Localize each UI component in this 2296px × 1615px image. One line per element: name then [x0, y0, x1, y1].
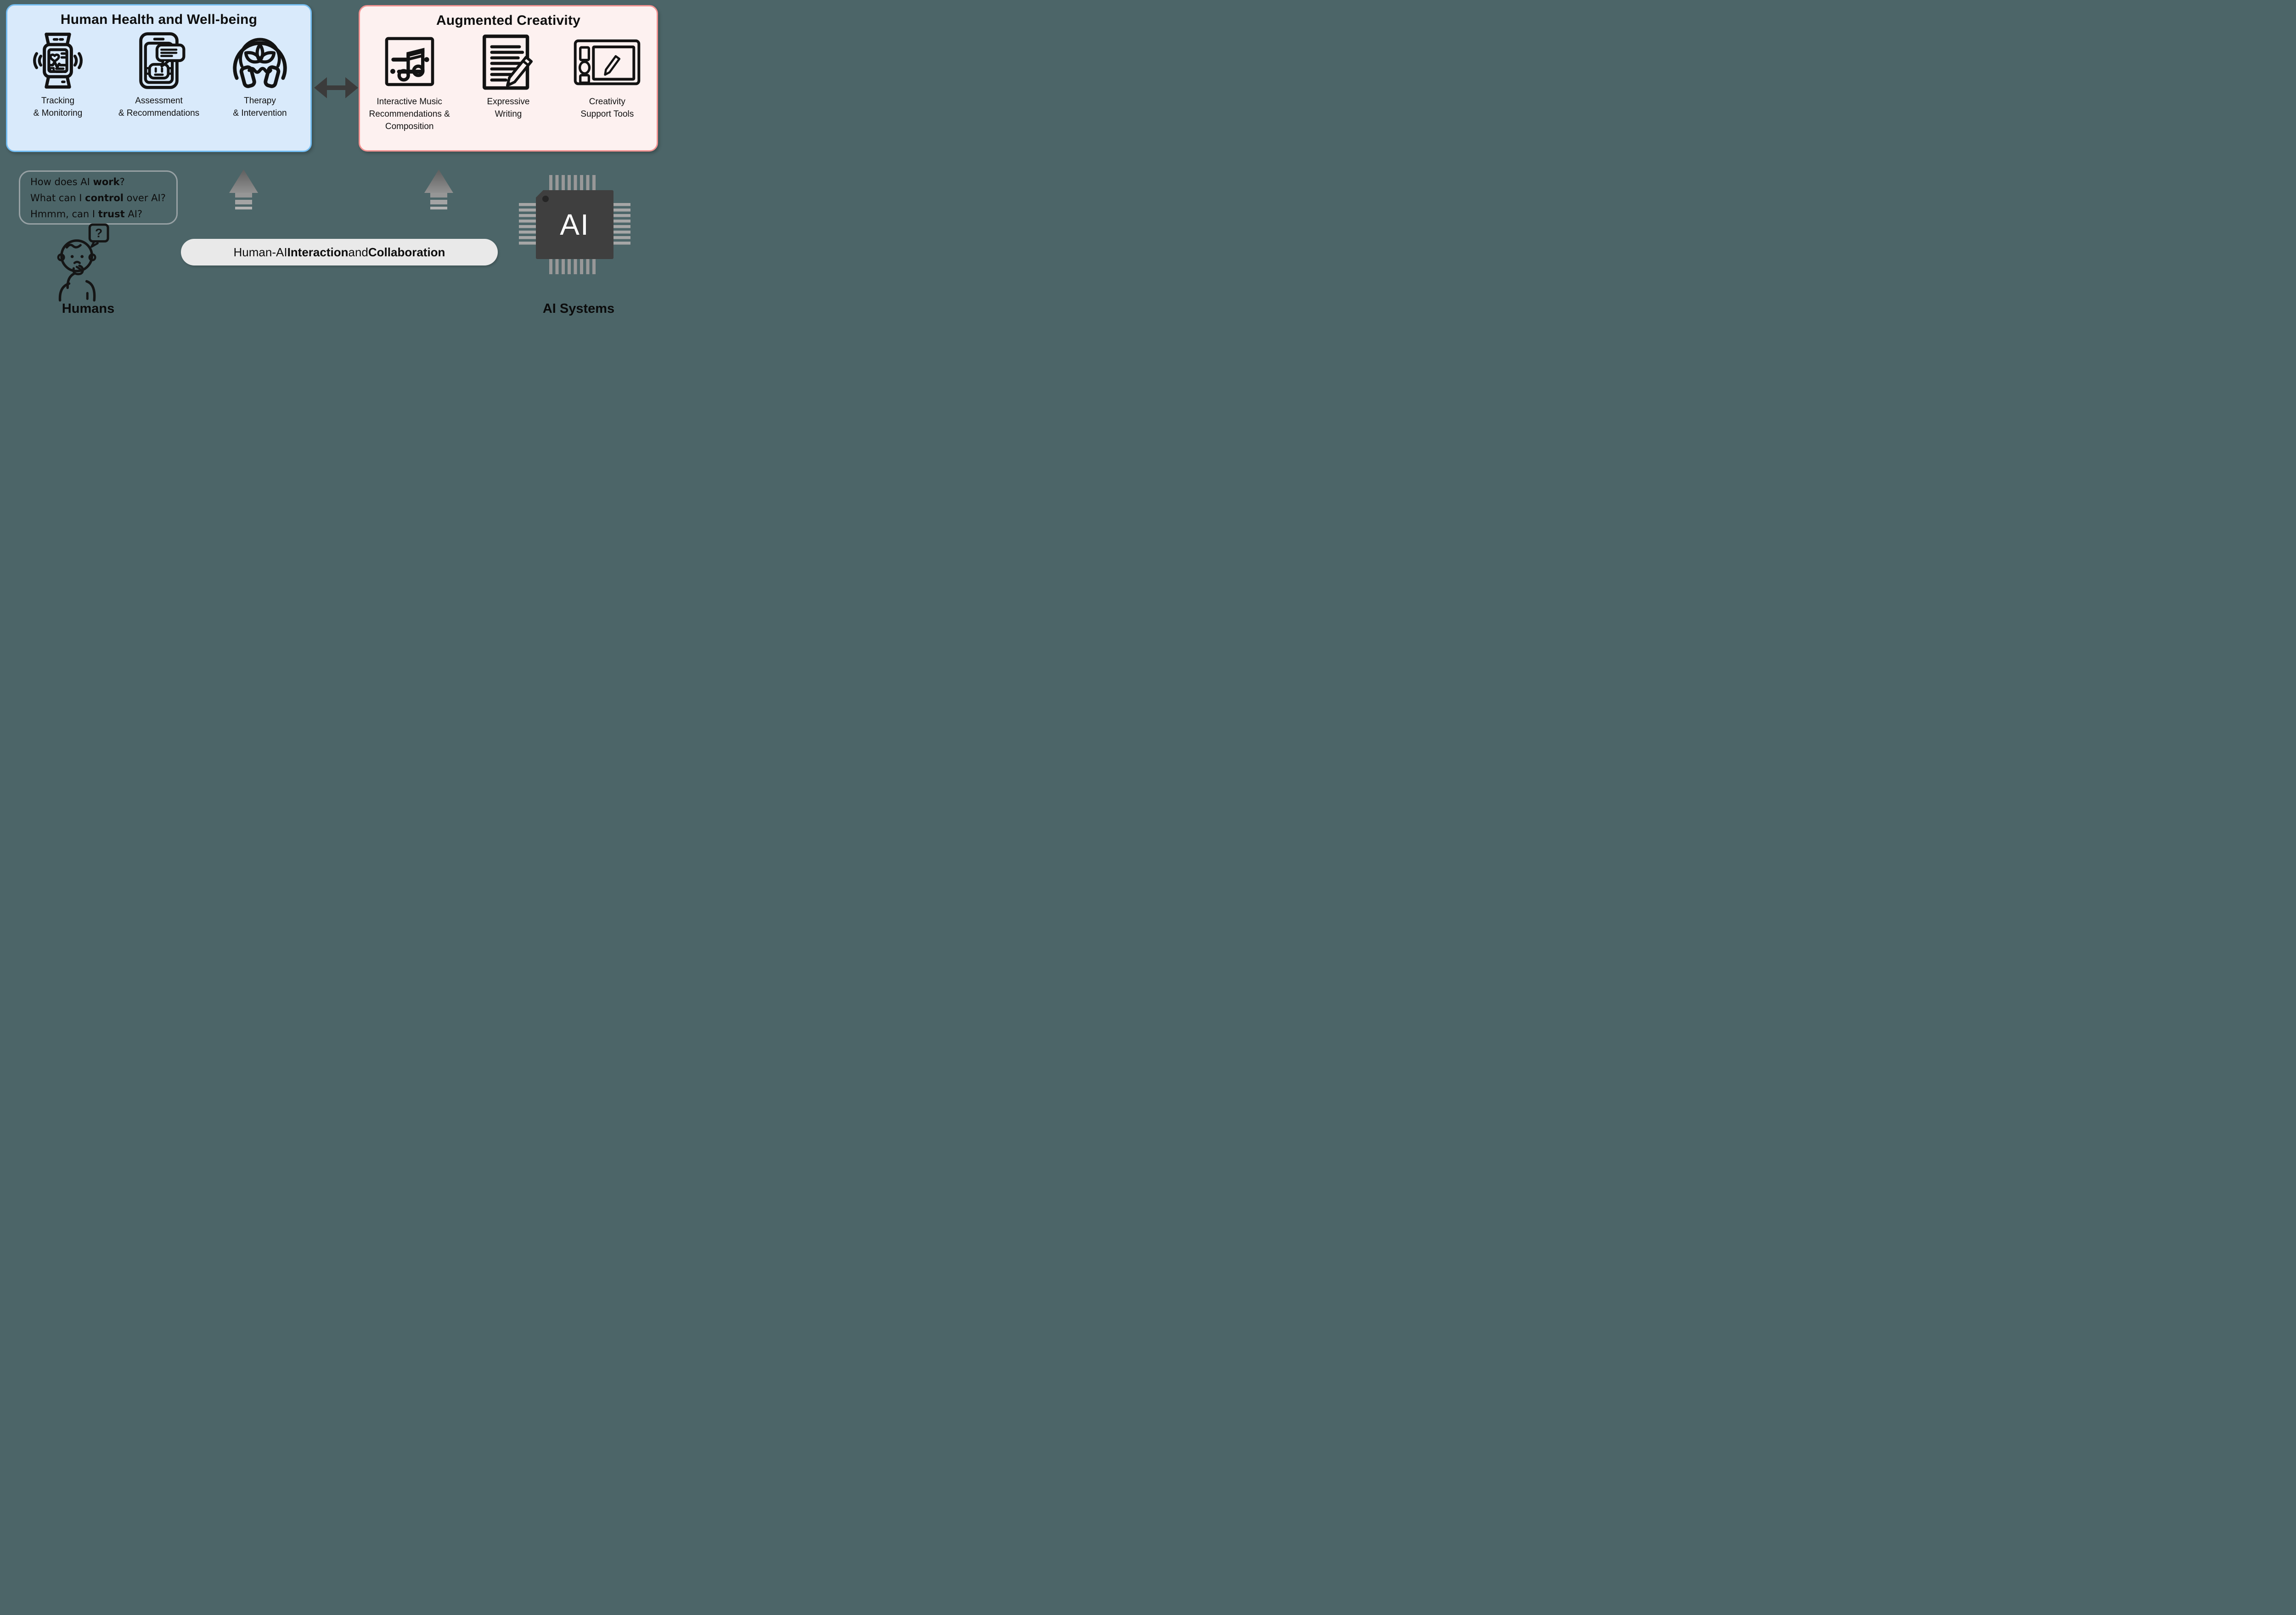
chip-text: AI [560, 208, 590, 241]
humans-caption: Humans [62, 301, 115, 316]
therapy-label: Therapy & Intervention [233, 96, 287, 118]
support-tools-item: Creativity Support Tools [558, 29, 657, 133]
support-tools-label: Creativity Support Tools [580, 97, 634, 119]
up-arrow-icon [229, 169, 258, 209]
human-health-items: Tracking & Monitoring [7, 28, 310, 119]
augmented-creativity-items: Interactive Music Recommendations & Comp… [360, 29, 657, 133]
drawing-tablet-icon [574, 39, 641, 85]
chip-dot [542, 196, 549, 202]
music-label: Interactive Music Recommendations & Comp… [369, 97, 450, 131]
assessment-label: Assessment & Recommendations [118, 96, 200, 118]
chip-pins-bottom [549, 259, 598, 274]
human-health-title: Human Health and Well-being [60, 12, 258, 27]
ai-systems-caption: AI Systems [542, 301, 615, 316]
music-composition-icon [385, 37, 434, 86]
therapy-headphones-icon [226, 28, 293, 93]
chip-pins-left [519, 203, 536, 247]
therapy-headphones-icon [233, 38, 287, 88]
therapy-item: Therapy & Intervention [209, 28, 310, 119]
interaction-collaboration-pill: Human-AI Interaction and Collaboration [181, 239, 498, 265]
chatbot-phone-icon [128, 28, 190, 93]
music-item: Interactive Music Recommendations & Comp… [360, 29, 459, 133]
questions-speech-bubble: How does AI work? What can I control ove… [19, 170, 178, 225]
question-mark: ? [95, 226, 102, 240]
chip-pins-top [549, 175, 598, 191]
expressive-writing-icon [478, 29, 539, 94]
expressive-writing-icon [482, 34, 533, 90]
bidirectional-arrow-icon [314, 77, 358, 98]
chatbot-phone-icon [139, 32, 186, 89]
augmented-creativity-box: Augmented Creativity [359, 5, 658, 152]
smartwatch-tracking-icon [33, 33, 83, 89]
chip-pins-right [613, 203, 630, 247]
bubble-line: What can I control over AI? [30, 192, 166, 203]
tracking-label: Tracking & Monitoring [33, 96, 83, 118]
assessment-item: Assessment & Recommendations [108, 28, 209, 119]
diagram-canvas: Human Health and Well-being [0, 0, 663, 323]
writing-item: Expressive Writing [459, 29, 557, 133]
smartwatch-tracking-icon [26, 28, 90, 93]
music-composition-icon [382, 29, 438, 94]
human-health-box: Human Health and Well-being [6, 4, 312, 152]
tracking-item: Tracking & Monitoring [7, 28, 108, 119]
thinking-person-icon: ? [57, 223, 109, 302]
bubble-line: Hmmm, can I trust AI? [30, 209, 143, 220]
up-arrow-icon [424, 169, 453, 209]
bubble-line: How does AI work? [30, 176, 125, 187]
ai-chip-icon: AI [536, 190, 613, 259]
writing-label: Expressive Writing [487, 97, 530, 119]
drawing-tablet-icon [573, 29, 642, 94]
augmented-creativity-title: Augmented Creativity [436, 13, 581, 28]
